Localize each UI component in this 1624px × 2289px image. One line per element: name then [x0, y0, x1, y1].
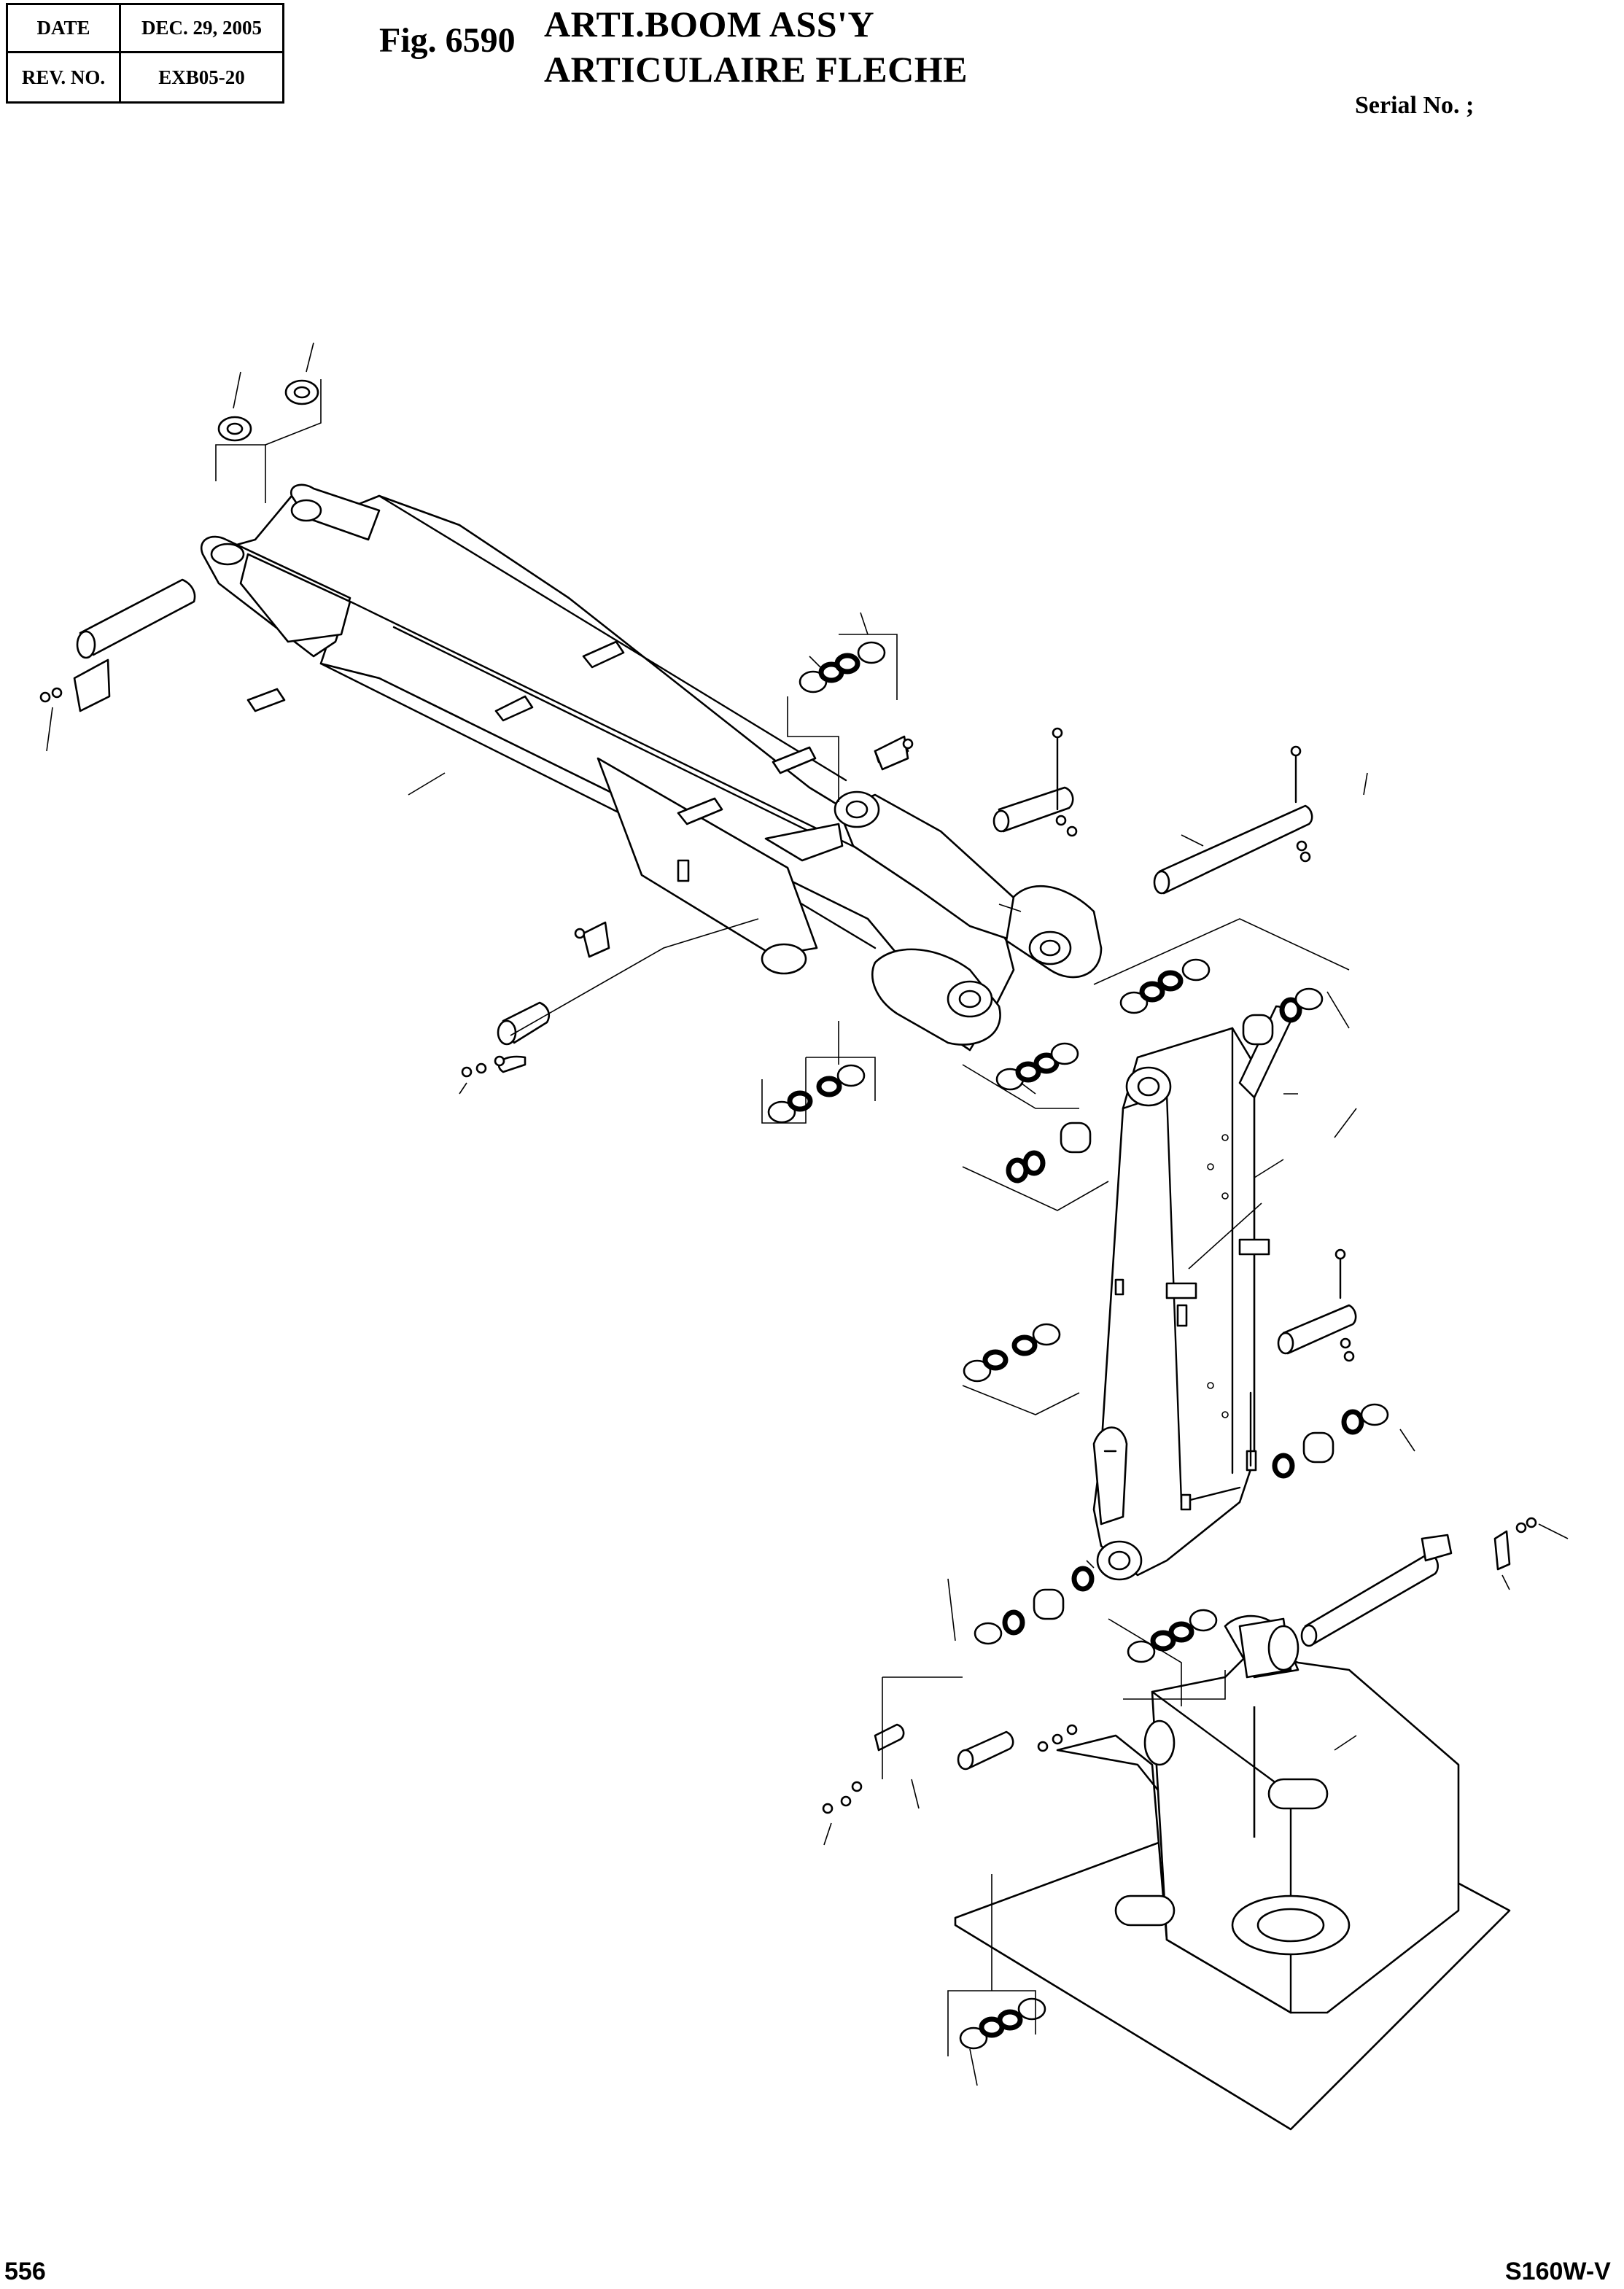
- lower-boom-arm: [1094, 1028, 1269, 1579]
- date-value: DEC. 29, 2005: [121, 5, 282, 53]
- leader-lines: [47, 343, 1568, 2086]
- rings-and-bushings: [219, 381, 1388, 2048]
- serial-number-label: Serial No. ;: [1355, 92, 1475, 119]
- date-label: DATE: [8, 5, 121, 53]
- model-code: S160W-V: [1505, 2258, 1611, 2285]
- title-french: ARTICULAIRE FLECHE: [544, 49, 968, 90]
- figure-number: Fig. 6590: [379, 21, 516, 60]
- page-number: 556: [4, 2258, 46, 2285]
- rev-label: REV. NO.: [8, 53, 121, 101]
- upper-boom-arm: [201, 485, 1101, 1050]
- revision-info-table: DATE DEC. 29, 2005 REV. NO. EXB05-20: [6, 3, 284, 104]
- title-english: ARTI.BOOM ASS'Y: [544, 4, 875, 44]
- bolts-and-washers: [41, 660, 1536, 1813]
- base-bracket: [955, 1616, 1510, 2129]
- rev-value: EXB05-20: [158, 66, 245, 88]
